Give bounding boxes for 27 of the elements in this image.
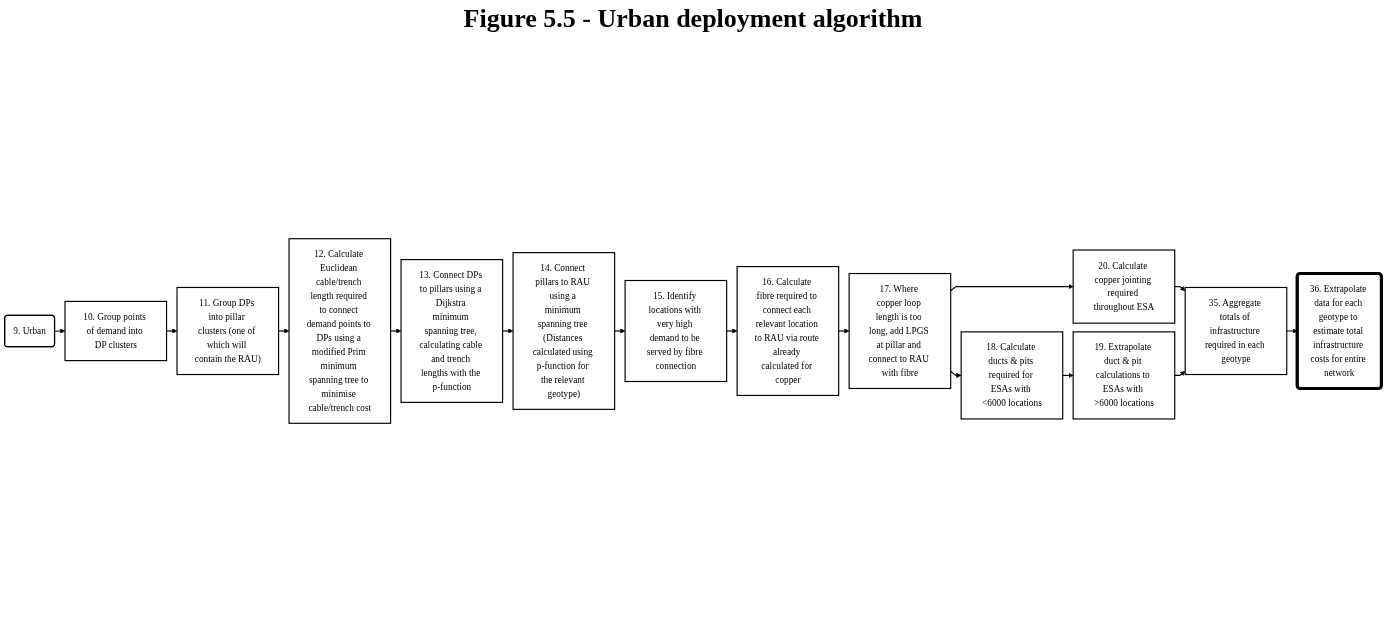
arrow <box>614 328 626 334</box>
arrow <box>726 328 738 334</box>
node-box: 17. Where copper loop length is too long, add LPGS at pillar and connect to RAU with fibre <box>848 272 952 390</box>
node-box: 12. Calculate Euclidean cable/trench length required to connect demand points to DPs using a modified Prim minimum spanning tree to minimise cable/trench cost <box>288 238 392 424</box>
node-box: 15. Identify locations with very high demand to be served by fibre connection <box>624 279 728 383</box>
diagram-title: Figure 5.5 - Urban deployment algorithm <box>462 4 924 34</box>
node-box: 16. Calculate fibre required to connect each relevant location to RAU via route already calculated for copper <box>736 266 840 396</box>
arrow <box>1174 371 1186 377</box>
arrow <box>390 328 402 334</box>
arrow <box>1174 285 1186 291</box>
node-box: 11. Group DPs into pillar clusters (one of which will contain the RAU) <box>176 286 280 376</box>
arrow <box>1062 372 1074 378</box>
arrow <box>166 328 178 334</box>
node-box: 19. Extrapolate duct & pit calculations to ESAs with >6000 locations <box>1072 331 1176 420</box>
arrow <box>54 328 66 334</box>
node-box: 35. Aggregate totals of infrastructure required in each geotype <box>1184 286 1288 376</box>
node-box: 10. Group points of demand into DP clusters <box>64 300 168 362</box>
arrow <box>502 328 514 334</box>
arrow <box>950 370 962 378</box>
node-box: 14. Connect pillars to RAU using a minimum spanning tree (Distances calculated using p-function for the relevant geotype) <box>512 252 616 410</box>
node-box: 13. Connect DPs to pillars using a Dijkstra minimum spanning tree, calculating cable and trench lengths with the p-function <box>400 259 504 403</box>
node-box: 20. Calculate copper jointing required throughout ESA <box>1072 249 1176 324</box>
arrow <box>1286 328 1298 334</box>
arrow <box>838 328 850 334</box>
node-box: 18. Calculate ducts & pits required for ESAs with <6000 locations <box>960 331 1064 420</box>
arrow <box>950 284 1074 292</box>
arrow <box>278 328 290 334</box>
